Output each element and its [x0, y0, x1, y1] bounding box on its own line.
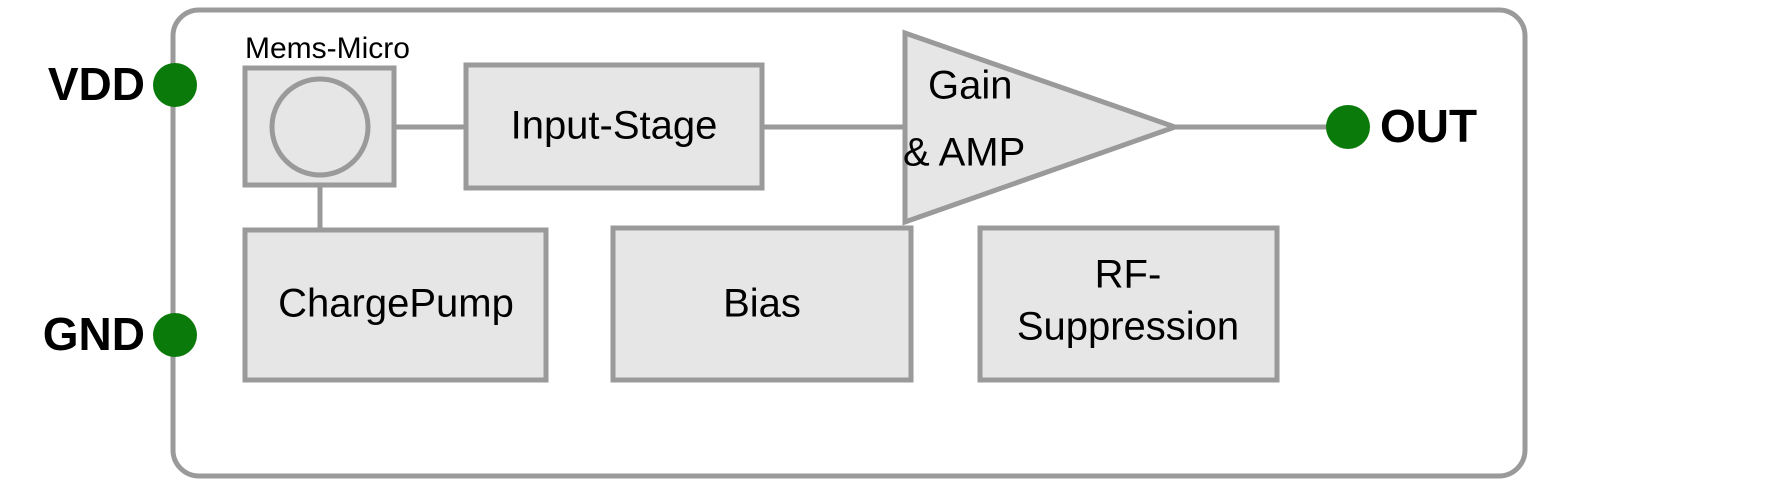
block-mems-micro-label: Mems-Micro	[245, 32, 410, 65]
block-charge-pump-label: ChargePump	[278, 282, 514, 326]
chip-outline	[170, 7, 1528, 479]
block-charge-pump[interactable]	[242, 227, 549, 383]
terminal-out-dot[interactable]	[1326, 105, 1370, 149]
block-gain-amp-label-line1: Gain	[928, 64, 1013, 108]
block-bias-label: Bias	[723, 282, 801, 326]
block-gain-amp-label-line2: & AMP	[903, 131, 1025, 175]
block-bias[interactable]	[610, 225, 914, 383]
block-rf-suppression[interactable]	[977, 225, 1280, 383]
block-rf-suppression-label-line1: RF-	[1095, 253, 1162, 297]
terminal-gnd-dot[interactable]	[153, 313, 197, 357]
terminal-vdd-dot[interactable]	[153, 63, 197, 107]
terminal-out-label: OUT	[1380, 100, 1477, 152]
block-input-stage-label: Input-Stage	[511, 104, 718, 148]
block-input-stage[interactable]	[463, 62, 765, 191]
terminal-gnd-label: GND	[43, 308, 145, 360]
block-gain-amp[interactable]	[902, 29, 1183, 226]
microphone-icon	[269, 76, 371, 178]
block-rf-suppression-label-line2: Suppression	[1017, 305, 1239, 349]
terminal-vdd-label: VDD	[48, 58, 145, 110]
